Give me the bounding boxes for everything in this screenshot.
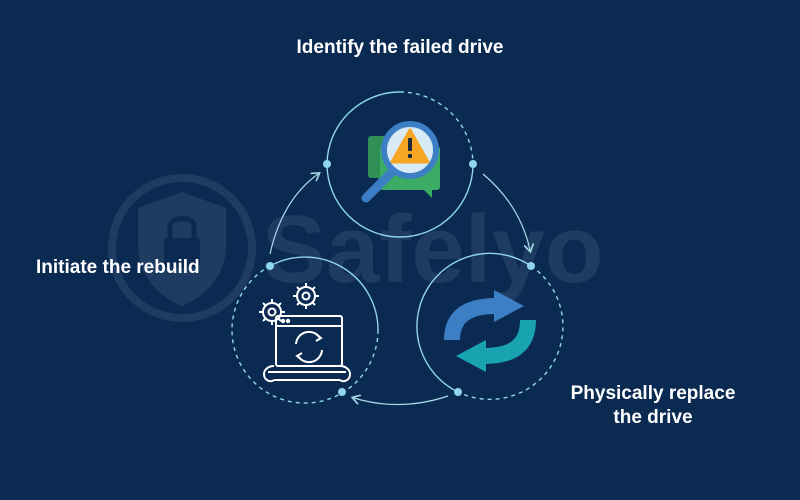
gears-sync-window-icon [259,283,352,383]
step-2-label-line-2: the drive [613,407,693,428]
step-3-ring [231,256,379,404]
watermark: Safelyo [108,174,603,322]
arrow-step2-to-step3 [354,396,449,406]
watermark-text: Safelyo [262,196,603,303]
arrow-step1-to-step2 [482,173,530,250]
step-2-label: Physically replace the drive [540,382,766,430]
magnifier-warning-icon [361,121,440,203]
shield-lock-icon [138,192,226,306]
step-2-ring [416,252,564,401]
step-1-label: Identify the failed drive [296,37,504,58]
step-2-label-line-1: Physically replace [570,383,736,404]
step-1-ring [323,91,477,238]
arrow-step3-to-step1 [269,174,318,255]
watermark-ring [108,174,256,322]
replace-arrows-icon [444,290,536,372]
step-3-label: Initiate the rebuild [36,257,200,278]
